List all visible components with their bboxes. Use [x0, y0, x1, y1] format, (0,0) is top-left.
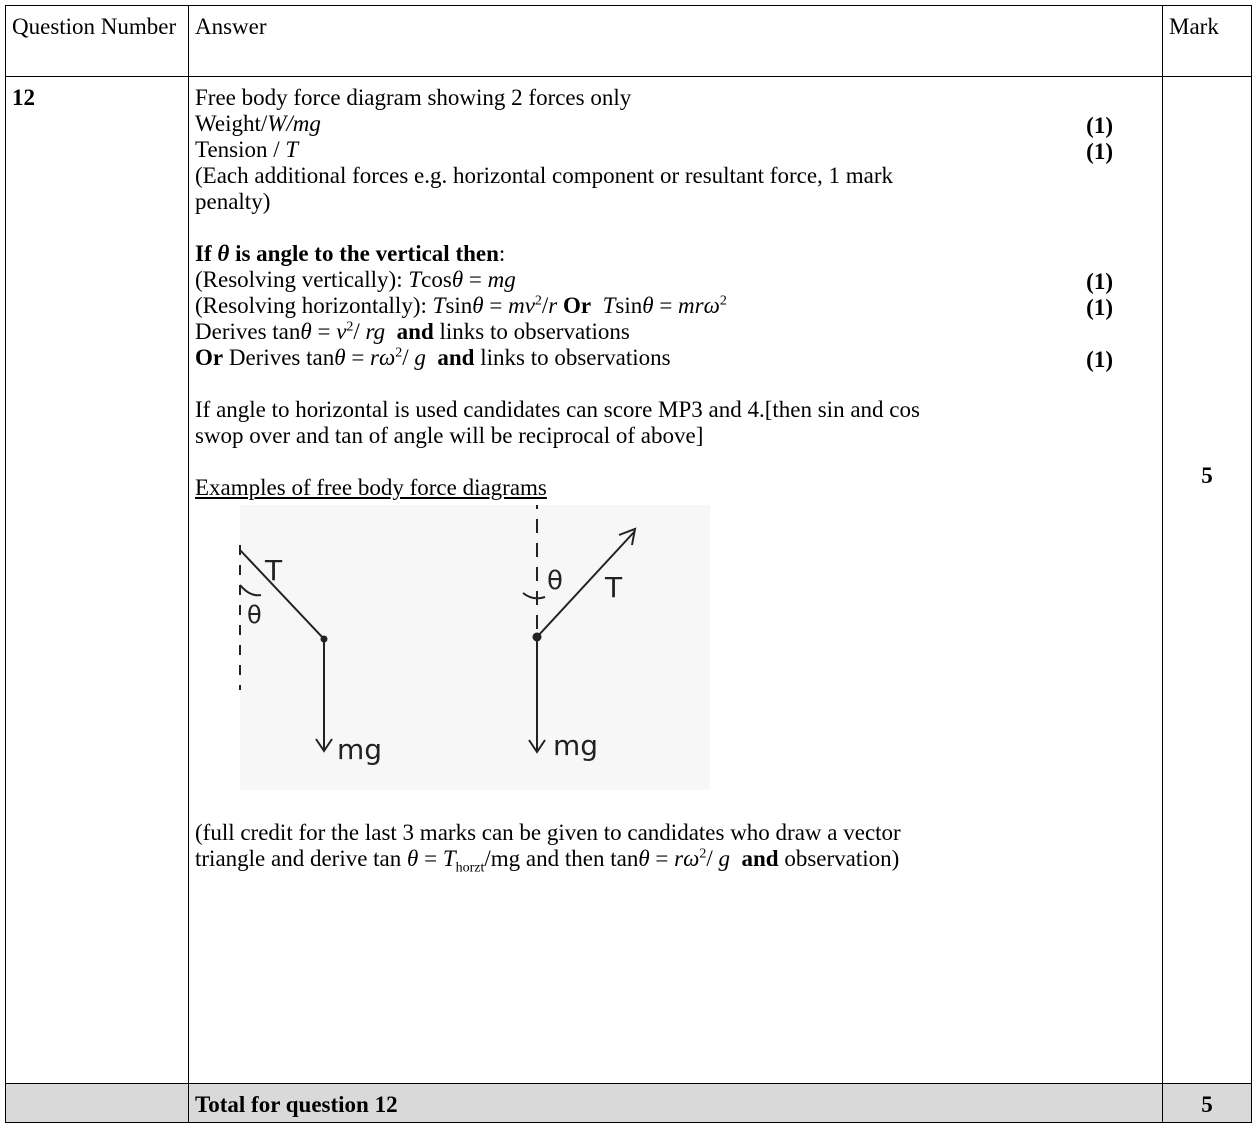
header-mark: Mark [1162, 5, 1252, 77]
right-mass-point [532, 632, 542, 642]
diagram-right [522, 505, 637, 754]
right-label-tension: T [604, 571, 623, 604]
mark-3: (1) [1086, 269, 1113, 294]
total-label: Total for question 12 [188, 1083, 1163, 1123]
right-label-theta: θ [547, 566, 563, 596]
mark-1: (1) [1086, 113, 1113, 138]
resolving-vertically: (Resolving vertically): Tcosθ = mg (1) [195, 267, 1113, 294]
header-row: Question Number Answer Mark [5, 5, 1252, 77]
angle-heading: If θ is angle to the vertical then: [195, 241, 506, 266]
question-number: 12 [12, 85, 35, 110]
right-tension-arrow [536, 530, 636, 638]
mark-scheme-table: Question Number Answer Mark 12 Free body… [5, 5, 1252, 1123]
diagram-background [240, 505, 710, 790]
right-label-mg: mg [553, 729, 598, 762]
question-number-cell: 12 [5, 76, 189, 1084]
header-answer: Answer [188, 5, 1163, 77]
left-label-tension: T [264, 554, 283, 587]
left-label-theta: θ [247, 601, 262, 629]
mark-2: (1) [1086, 139, 1113, 164]
left-weight-arrowhead [315, 738, 333, 753]
horizontal-note: If angle to horizontal is used candidate… [195, 397, 920, 448]
total-empty-cell [5, 1083, 189, 1123]
mark-value: 5 [1201, 463, 1213, 488]
derives-line-1: Derives tanθ = v2/ rg and links to obser… [195, 319, 630, 344]
total-mark: 5 [1162, 1083, 1252, 1123]
left-angle-arc [239, 584, 262, 597]
left-tension-string [239, 549, 325, 640]
right-angle-arc [522, 592, 546, 600]
right-weight-arrowhead [528, 739, 546, 754]
mark-4: (1) [1086, 295, 1113, 320]
full-credit-note: (full credit for the last 3 marks can be… [195, 820, 901, 876]
header-question-number: Question Number [5, 5, 189, 77]
answer-row: 12 Free body force diagram showing 2 for… [5, 76, 1252, 1084]
free-body-diagrams: T θ mg θ T mg [239, 505, 710, 790]
examples-heading: Examples of free body force diagrams [195, 475, 547, 500]
mark-5: (1) [1086, 347, 1113, 372]
answer-cell: Free body force diagram showing 2 forces… [188, 76, 1163, 1084]
total-row: Total for question 12 5 [5, 1083, 1252, 1123]
right-tension-arrowhead [618, 527, 637, 546]
resolving-horizontally: (Resolving horizontally): Tsinθ = mv2/r … [195, 293, 1113, 320]
tension-line: Tension / T (1) [195, 137, 1113, 164]
mark-cell: 5 [1162, 76, 1252, 1084]
diagram-left [239, 545, 333, 753]
penalty-note: (Each additional forces e.g. horizontal … [195, 163, 894, 214]
left-label-mg: mg [337, 733, 382, 766]
derives-line-2: Or Derives tanθ = rω2/ g and links to ob… [195, 345, 1113, 372]
weight-line: Weight/W/mg (1) [195, 111, 1113, 138]
intro-line: Free body force diagram showing 2 forces… [195, 85, 632, 110]
left-mass-point [320, 635, 328, 643]
